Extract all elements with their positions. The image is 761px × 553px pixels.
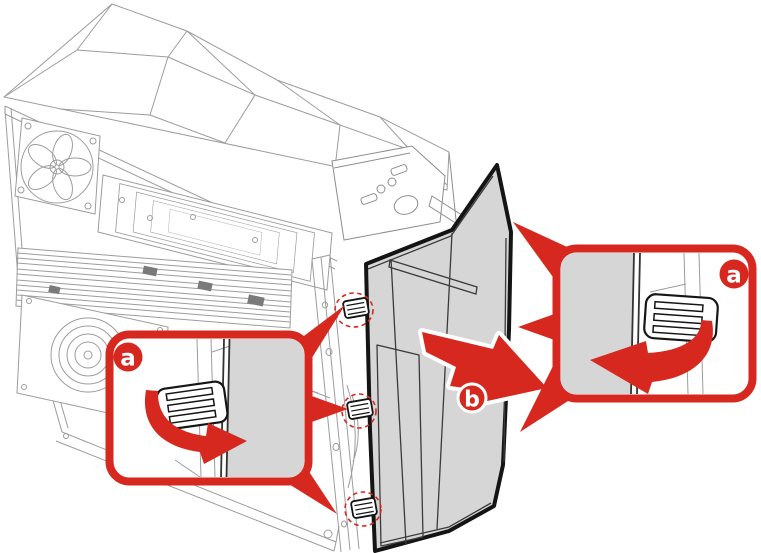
- badge-a-left-label: a: [120, 346, 136, 372]
- bezel-tab-closeup: [155, 380, 229, 431]
- badge-a-right: a: [719, 259, 749, 289]
- audio-jack-icon: [376, 184, 386, 194]
- bezel-tabs: [342, 297, 378, 519]
- usb-port-icon: [390, 164, 408, 176]
- callout-right: a: [513, 222, 757, 432]
- chassis-line-art: [2, 3, 469, 553]
- audio-jack-icon: [387, 177, 397, 187]
- callout-left: a: [105, 305, 348, 514]
- dashed-circle-tab-3: [344, 491, 382, 527]
- callout-left-detail: [144, 339, 304, 477]
- badge-b-label: b: [464, 388, 480, 413]
- rotate-clockwise-arrow-icon: [144, 390, 247, 464]
- usb-port-icon: [360, 193, 378, 205]
- dashed-circle-tab-2: [341, 393, 377, 429]
- bezel-tab: [346, 398, 374, 420]
- badge-a-left: a: [113, 342, 143, 372]
- rotate-counterclockwise-arrow-icon: [590, 320, 713, 394]
- bezel-tab-closeup: [643, 293, 719, 343]
- badge-b: b: [456, 382, 488, 414]
- bezel-tab: [342, 297, 370, 319]
- power-button-icon: [393, 195, 419, 215]
- cooling-fan: [14, 117, 101, 215]
- top-cover-facets: [2, 3, 450, 191]
- heatsink-fins: [15, 247, 293, 329]
- bottom-rails: [55, 431, 340, 552]
- motherboard-trace-pattern: [97, 174, 333, 291]
- dashed-circle-tab-1: [334, 292, 374, 328]
- bezel-tab: [350, 497, 378, 519]
- badge-a-right-label: a: [726, 263, 742, 289]
- bezel-inner-surface: [226, 339, 304, 477]
- tab-marker-circles: [334, 292, 382, 527]
- callout-right-detail: [561, 253, 719, 394]
